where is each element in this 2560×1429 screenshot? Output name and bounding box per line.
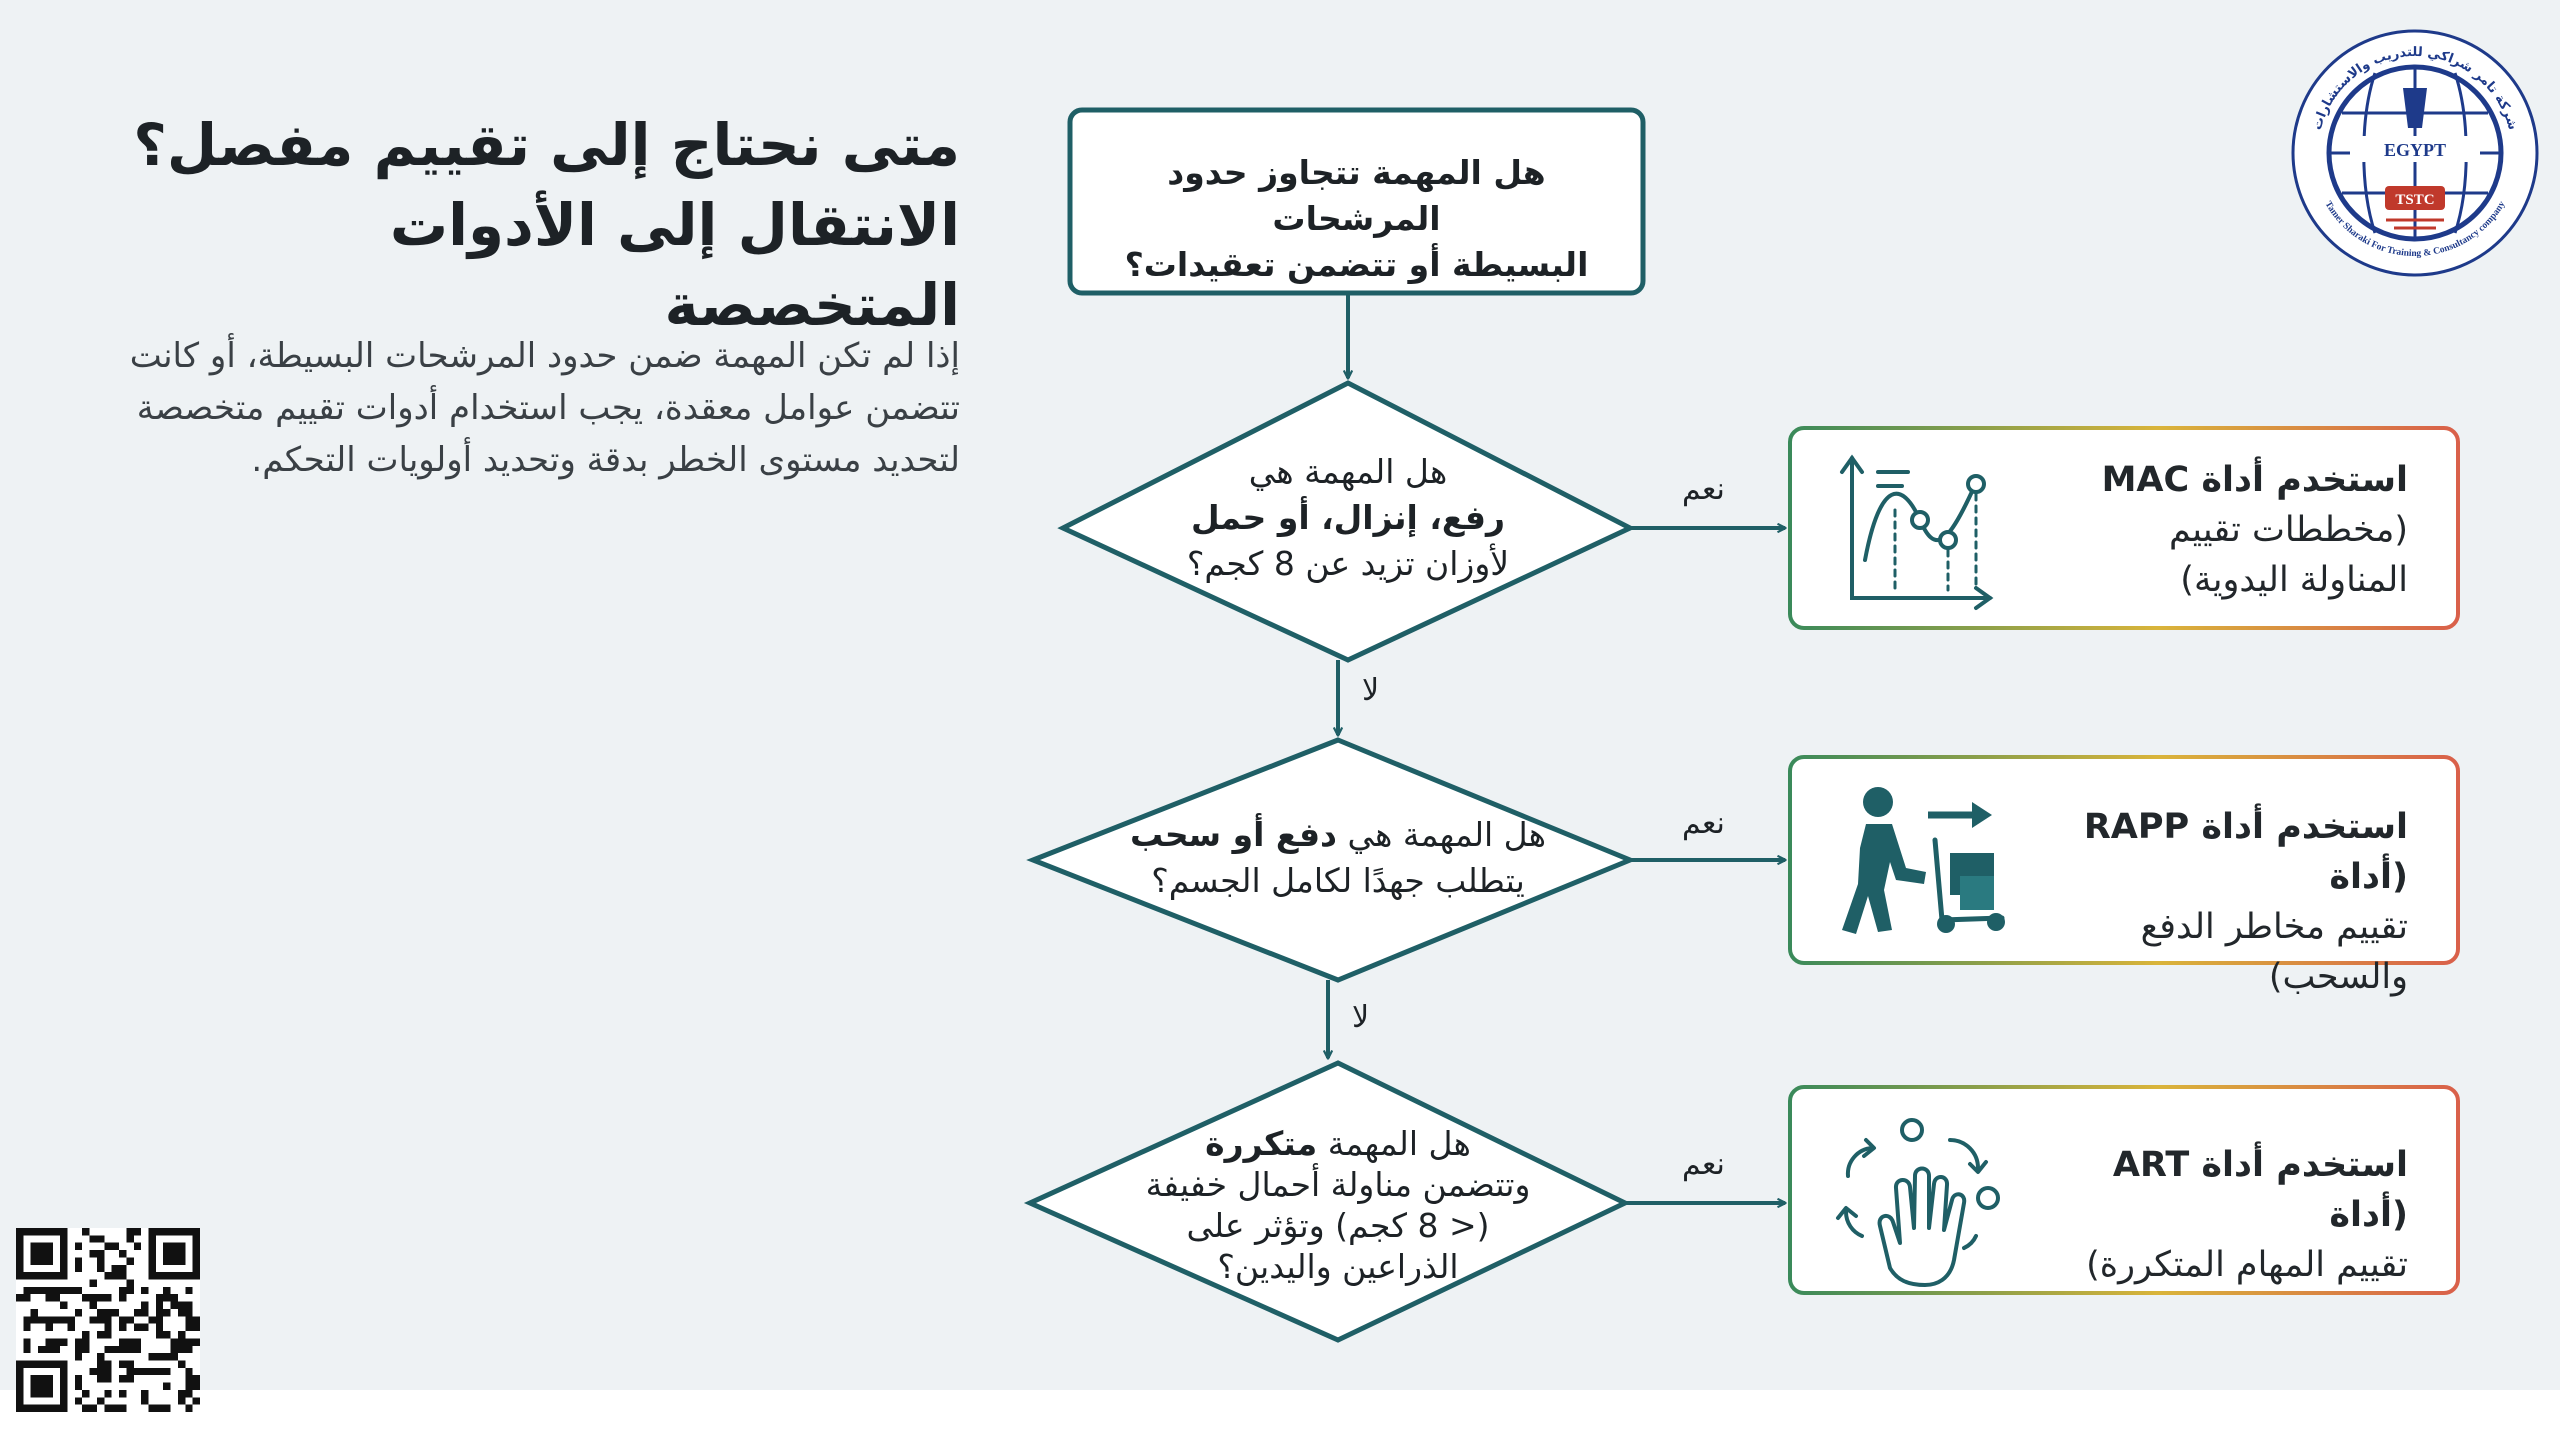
- tool-rapp-line-1: استخدم أداة RAPP (أداة: [2083, 807, 2408, 897]
- decision-q3: [1023, 1060, 1631, 1343]
- q3-line-1: هل المهمة متكررة: [1108, 1123, 1568, 1164]
- no-label-2: لا: [1352, 1000, 1370, 1035]
- yes-label-2: نعم: [1682, 806, 1725, 841]
- hand-cycle-icon: [1836, 1118, 2000, 1287]
- q3-line-1-normal: هل المهمة: [1317, 1124, 1471, 1163]
- qr-code: [16, 1228, 200, 1412]
- q2-line-2: يتطلب جهدًا لكامل الجسم؟: [1151, 861, 1525, 900]
- decision-q2: [1026, 737, 1637, 983]
- q3-line-1-bold: متكررة: [1205, 1124, 1318, 1163]
- q3-line-2: وتتضمن مناولة أحمال خفيفة: [1145, 1165, 1531, 1204]
- start-box-text: هل المهمة تتجاوز حدود المرشحات البسيطة أ…: [1080, 150, 1633, 288]
- page-title: متى نحتاج إلى تقييم مفصل؟ الانتقال إلى ا…: [120, 105, 960, 345]
- start-line-2: البسيطة أو تتضمن تعقيدات؟: [1124, 245, 1589, 284]
- push-cart-icon: [1842, 787, 2005, 934]
- logo-country: EGYPT: [2384, 140, 2446, 160]
- tool-art-text: استخدم أداة ART (أداة تقييم المهام المتك…: [2030, 1140, 2408, 1290]
- tool-mac-text: استخدم أداة MAC (مخططات تقييم المناولة ا…: [2030, 455, 2408, 605]
- tool-box-mac: [1788, 426, 2460, 630]
- yes-label-1: نعم: [1682, 472, 1725, 507]
- tool-rapp-line-3: والسحب): [2268, 957, 2408, 997]
- tool-mac-line-1: استخدم أداة MAC: [2101, 460, 2408, 500]
- tool-rapp-line-2: تقييم مخاطر الدفع: [2140, 907, 2408, 947]
- q3-line-4: الذراعين واليدين؟: [1217, 1247, 1459, 1286]
- q1-line-3: لأوزان تزيد عن 8 كجم؟: [1186, 544, 1510, 583]
- q3-text: هل المهمة متكررة وتتضمن مناولة أحمال خفي…: [1108, 1123, 1568, 1287]
- q2-text: هل المهمة هي دفع أو سحب يتطلب جهدًا لكام…: [1108, 812, 1568, 904]
- q1-line-1: هل المهمة هي: [1248, 452, 1448, 491]
- flowchart: [1023, 107, 2460, 1343]
- title-line-1: متى نحتاج إلى تقييم مفصل؟: [133, 111, 960, 179]
- title-line-2: الانتقال إلى الأدوات المتخصصة: [389, 191, 960, 339]
- company-logo: EGYPT TSTC شركة تامر شراكي للتدريب والاس…: [2291, 29, 2539, 277]
- q2-line-1-normal: هل المهمة هي: [1337, 815, 1547, 854]
- no-label-1: لا: [1362, 673, 1380, 708]
- tool-box-rapp: [1788, 755, 2460, 965]
- chart-icon: [1840, 454, 1994, 610]
- tool-art-line-1: استخدم أداة ART (أداة: [2112, 1145, 2408, 1235]
- q2-line-1-bold: دفع أو سحب: [1129, 815, 1337, 854]
- q3-line-3: (< 8 كجم) وتؤثر على: [1186, 1206, 1490, 1245]
- tool-art-line-2: تقييم المهام المتكررة): [2086, 1245, 2408, 1285]
- intro-paragraph: إذا لم تكن المهمة ضمن حدود المرشحات البس…: [129, 336, 960, 480]
- logo-abbr: TSTC: [2395, 192, 2434, 208]
- decision-q1: [1057, 380, 1636, 663]
- q1-text: هل المهمة هي رفع، إنزال، أو حمل لأوزان ت…: [1148, 449, 1548, 587]
- tool-rapp-text: استخدم أداة RAPP (أداة تقييم مخاطر الدفع…: [2030, 802, 2408, 1002]
- q1-line-2: رفع، إنزال، أو حمل: [1190, 498, 1506, 537]
- start-box: [1067, 107, 1646, 296]
- tool-mac-line-2: (مخططات تقييم: [2168, 510, 2408, 550]
- yes-label-3: نعم: [1682, 1147, 1725, 1182]
- tool-mac-line-3: المناولة اليدوية): [2180, 560, 2408, 600]
- q2-line-1: هل المهمة هي دفع أو سحب: [1108, 812, 1568, 858]
- start-line-1: هل المهمة تتجاوز حدود المرشحات: [1167, 153, 1546, 238]
